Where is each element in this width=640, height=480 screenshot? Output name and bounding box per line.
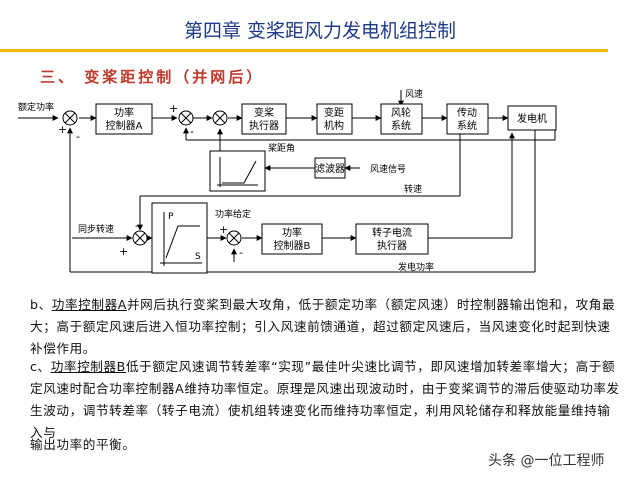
sync-speed-label: 同步转速 (78, 223, 114, 235)
paragraph-b-term: 功率控制器A (51, 297, 127, 312)
power-controller-a-block (95, 103, 153, 135)
rotor-current-actuator-label-2: 执行器 (377, 239, 407, 252)
s-axis-label: S (195, 252, 201, 262)
power-controller-b-label-1: 功率 (282, 226, 302, 239)
paragraph-b-text: 并网后执行变桨到最大攻角，低于额定功率（额定风速）时控制器输出饱和，攻角最大；高… (30, 297, 616, 356)
drive-system-label-2: 系统 (457, 119, 477, 132)
filter-label: 滤波器 (315, 162, 345, 175)
paragraph-c: c、功率控制器B低于额定风速调节转差率“实现”最佳叶尖速比调节，即风速增加转差率… (30, 356, 620, 444)
rotor-system-label-1: 风轮 (391, 106, 411, 119)
paragraph-b: b、功率控制器A并网后执行变桨到最大攻角，低于额定功率（额定风速）时控制器输出饱… (30, 294, 620, 360)
control-block-diagram: 功率 控制器A 变桨 执行器 变距 机构 风轮 系统 传动 系统 发电机 滤波器… (18, 89, 557, 274)
pitch-actuator-label-1: 变桨 (254, 106, 274, 119)
power-controller-b-block (261, 223, 323, 255)
watermark: 头条 @一位工程师 (488, 453, 605, 469)
rotor-system-block (380, 103, 423, 135)
power-curve-glyph (165, 225, 200, 259)
power-controller-a-label-2: 控制器A (106, 119, 143, 132)
power-curve-block (151, 202, 208, 274)
rotor-system-label-2: 系统 (391, 119, 411, 132)
summing-junction-3 (212, 110, 228, 126)
paragraph-c-text: 低于额定风速调节转差率“实现”最佳叶尖速比调节，即风速增加转差率增大；高于额定风… (30, 359, 620, 440)
pitch-actuator-block (241, 103, 287, 135)
drive-system-block (446, 103, 489, 135)
p-axis-label: P (168, 212, 174, 222)
rotor-current-actuator-block (355, 223, 429, 255)
pitch-mechanism-block (316, 103, 353, 135)
paragraph-c-tail: 输出功率的平衡。 (30, 437, 136, 452)
sj2-plus-sign: + (169, 102, 178, 115)
pitch-actuator-label-2: 执行器 (249, 119, 279, 132)
sj5-plus-sign: + (219, 223, 228, 236)
paragraph-b-prefix: b、 (30, 297, 52, 312)
summing-junction-5 (226, 230, 242, 246)
pitch-curve-glyph (222, 160, 257, 184)
pitch-mechanism-label-1: 变距 (324, 106, 344, 119)
sj4-plus-sign: + (119, 245, 128, 258)
rated-power-label: 额定功率 (18, 101, 54, 113)
sj2-minus-sign: - (190, 125, 194, 138)
drive-system-label-1: 传动 (457, 107, 477, 119)
sj1-plus-sign: + (58, 123, 67, 136)
rotor-speed-label: 转速 (404, 183, 422, 195)
paragraph-c-prefix: c、 (30, 359, 51, 374)
generator-block (507, 105, 557, 131)
sj4-minus-sign: - (135, 219, 139, 232)
generator-label: 发电机 (517, 112, 547, 125)
sj1-minus-sign: - (76, 130, 80, 143)
power-controller-a-label-1: 功率 (114, 106, 134, 119)
gen-power-label: 发电功率 (398, 261, 434, 273)
wind-signal-label: 风速信号 (370, 163, 406, 175)
wind-speed-label: 风速 (405, 89, 423, 100)
filter-block (314, 157, 346, 179)
pitch-angle-label: 桨距角 (268, 142, 295, 154)
chapter-title: 第四章 变桨距风力发电机组控制 (183, 20, 457, 42)
summing-junction-1 (62, 110, 78, 126)
pitch-curve-block (209, 150, 266, 192)
rotor-current-actuator-label-1: 转子电流 (372, 226, 412, 239)
sj5-minus-sign: - (239, 246, 243, 259)
pitch-mechanism-label-2: 机构 (324, 119, 344, 132)
section-title: 三、 变桨距控制（并网后） (40, 68, 265, 86)
title-divider (0, 49, 608, 52)
paragraph-c-term: 功率控制器B (50, 359, 126, 374)
power-controller-b-label-2: 控制器B (274, 239, 311, 252)
power-setpoint-label: 功率给定 (215, 208, 251, 220)
summing-junction-4 (132, 230, 148, 246)
summing-junction-2 (178, 110, 194, 126)
